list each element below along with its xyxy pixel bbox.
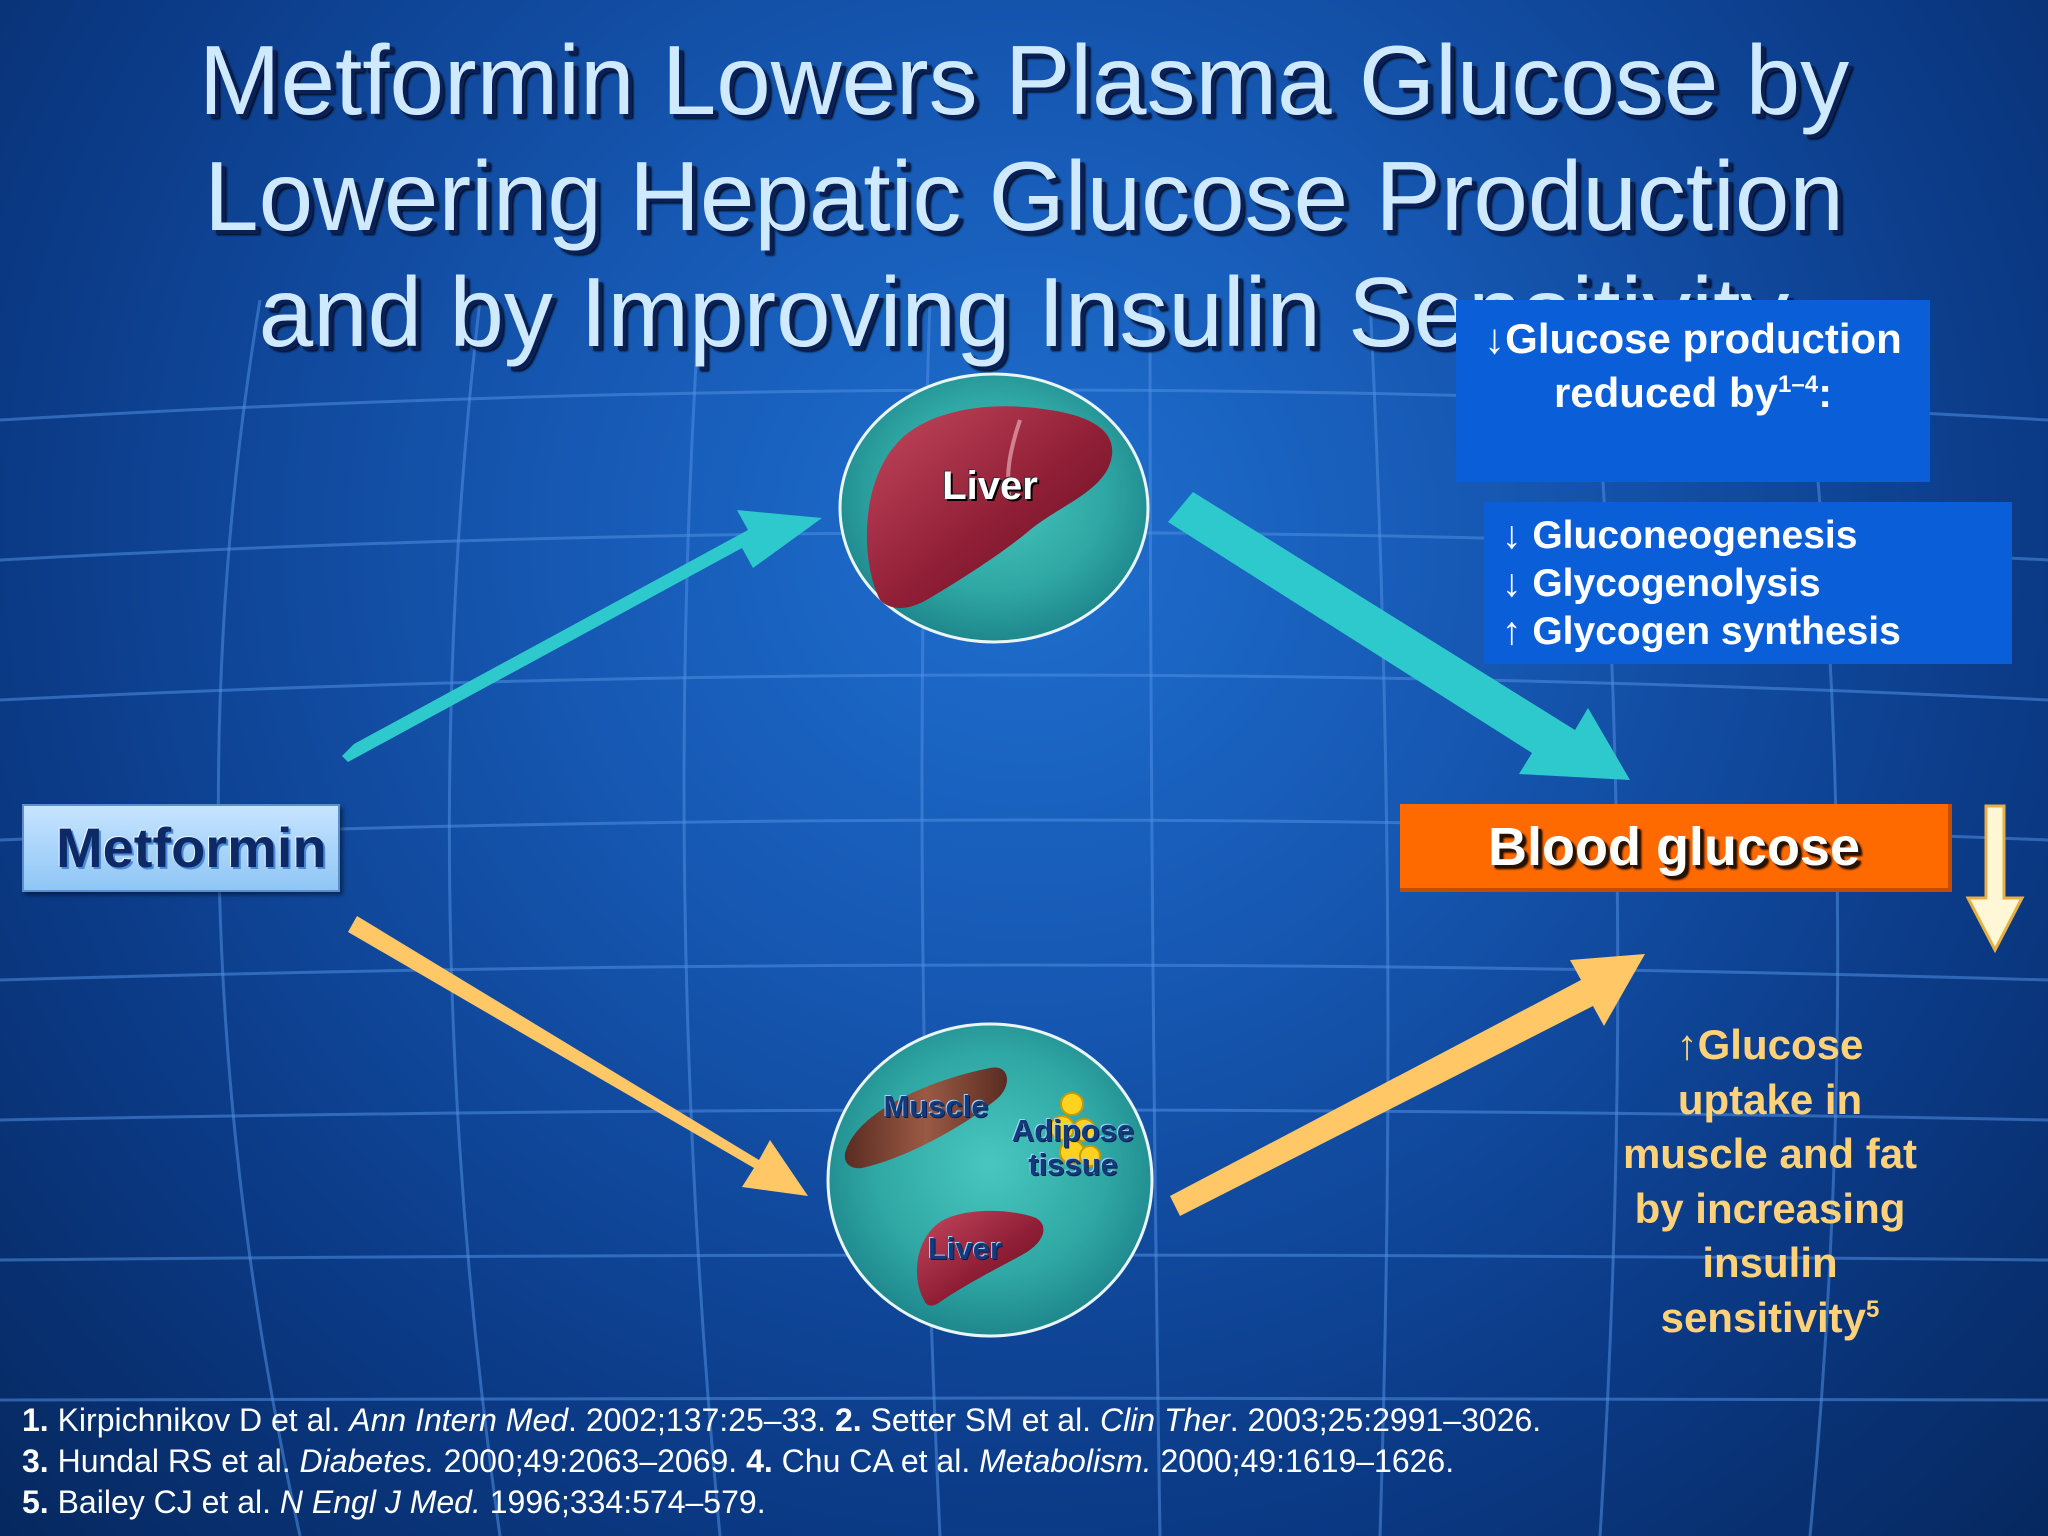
reference-line: 1. Kirpichnikov D et al. Ann Intern Med.… [22, 1400, 2022, 1441]
adipose-label-line-2: tissue [1028, 1147, 1118, 1182]
glucose-uptake-body: ↑Glucose uptake in muscle and fat by inc… [1622, 1021, 1918, 1341]
reference-line: 3. Hundal RS et al. Diabetes. 2000;49:20… [22, 1441, 2022, 1482]
reference-text: . 2003;25:2991–3026. [1229, 1402, 1542, 1438]
title-line-1: Metformin Lowers Plasma Glucose by [198, 25, 1850, 135]
glucose-uptake-text: ↑Glucose uptake in muscle and fat by inc… [1610, 1018, 1930, 1345]
adipose-icon [1049, 1092, 1101, 1167]
reference-number: 1. [22, 1402, 58, 1438]
liver-label: Liver [942, 464, 1038, 508]
adipose-label-line-1: Adipose [1011, 1113, 1135, 1148]
reference-text: Chu CA et al. [781, 1443, 980, 1479]
glucose-production-text: ↓Glucose production reduced by [1484, 315, 1902, 416]
glucose-uptake-citation: 5 [1866, 1295, 1880, 1323]
hepatic-arrows [342, 492, 1630, 780]
effect-gluconeogenesis: ↓ Gluconeogenesis [1502, 514, 1858, 557]
title-line-2: Lowering Hepatic Glucose Production [204, 141, 1844, 251]
small-liver-label: Liver [927, 1231, 1003, 1266]
reference-journal: Ann Intern Med [349, 1402, 569, 1438]
reference-line: 5. Bailey CJ et al. N Engl J Med. 1996;3… [22, 1482, 2022, 1523]
reference-text: Bailey CJ et al. [57, 1484, 280, 1520]
arrow-liver-to-blood-glucose [1168, 492, 1630, 780]
reference-text: Kirpichnikov D et al. [57, 1402, 350, 1438]
glucose-production-box: ↓Glucose production reduced by1–4: [1456, 300, 1930, 482]
tissues-orb [826, 1022, 1154, 1338]
reference-text: 2000;49:2063–2069. [434, 1443, 747, 1479]
decrease-arrow-icon [1965, 804, 2025, 954]
arrow-metformin-to-liver [342, 510, 822, 762]
small-liver-icon [916, 1210, 1044, 1306]
liver-orb [838, 372, 1150, 644]
effect-glycogenolysis: ↓ Glycogenolysis [1502, 562, 1821, 605]
liver-icon [866, 406, 1113, 609]
arrow-tissues-to-blood-glucose [1170, 954, 1645, 1216]
references: 1. Kirpichnikov D et al. Ann Intern Med.… [22, 1400, 2022, 1523]
blood-glucose-node: Blood glucose [1400, 804, 1952, 892]
metformin-node: Metformin [22, 804, 340, 892]
reference-text: 2000;49:1619–1626. [1151, 1443, 1455, 1479]
reference-journal: Diabetes. [299, 1443, 435, 1479]
hepatic-effects-box: ↓ Gluconeogenesis ↓ Glycogenolysis ↑ Gly… [1484, 502, 2012, 664]
effect-glycogen-synthesis: ↑ Glycogen synthesis [1502, 610, 1901, 653]
reference-journal: Clin Ther [1099, 1402, 1230, 1438]
reference-journal: Metabolism. [979, 1443, 1152, 1479]
adipose-tissue-label: Adipose tissue [1000, 1114, 1146, 1182]
peripheral-arrows [348, 916, 1645, 1216]
muscle-icon [844, 1067, 1008, 1169]
reference-number: 5. [22, 1484, 58, 1520]
reference-text: . 2002;137:25–33. [568, 1402, 835, 1438]
arrow-metformin-to-tissues [348, 916, 808, 1196]
muscle-label: Muscle [883, 1089, 989, 1124]
reference-number: 3. [22, 1443, 58, 1479]
reference-text: Setter SM et al. [870, 1402, 1100, 1438]
reference-text: 1996;334:574–579. [480, 1484, 766, 1520]
glucose-production-citation: 1–4 [1778, 371, 1819, 398]
glucose-production-colon: : [1818, 369, 1833, 416]
reference-number: 4. [746, 1443, 782, 1479]
reference-journal: N Engl J Med. [279, 1484, 481, 1520]
reference-number: 2. [834, 1402, 871, 1438]
reference-text: Hundal RS et al. [57, 1443, 300, 1479]
